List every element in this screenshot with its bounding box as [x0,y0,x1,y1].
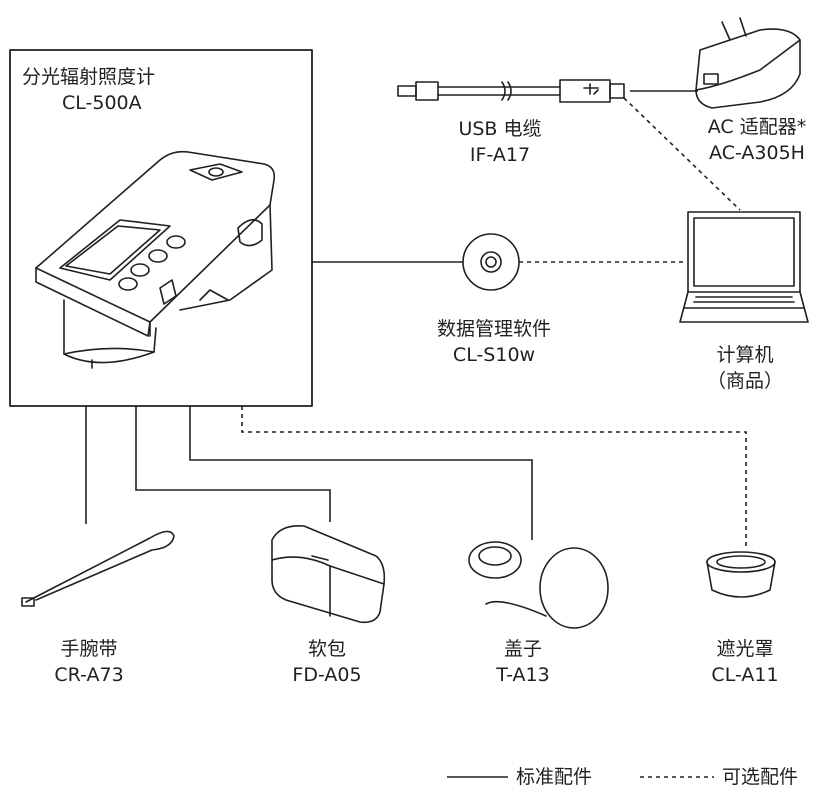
soft-case-label: 软包 FD-A05 [272,636,382,688]
ac-adapter-model: AC-A305H [709,142,805,164]
usb-cable-model: IF-A17 [469,144,531,166]
cap-label: 盖子 T-A13 [468,636,578,688]
hood-name: 遮光罩 [716,638,774,660]
computer-note: （商品） [706,370,783,392]
laptop-illustration [679,211,809,323]
software-label: 数据管理软件 CL-S10w [414,316,574,368]
ac-adapter-label: AC 适配器* AC-A305H [690,114,824,166]
cap-illustration [468,541,609,629]
wrist-strap-model: CR-A73 [54,664,124,686]
legend-standard-label: 标准配件 [516,766,593,788]
ac-adapter-illustration [695,17,801,109]
hood-model: CL-A11 [711,664,779,686]
soft-case-model: FD-A05 [292,664,362,686]
cd-illustration [462,233,520,291]
standard-connectors [85,90,698,540]
optional-connectors [241,97,747,546]
wrist-strap-label: 手腕带 CR-A73 [34,636,144,688]
main-unit-box [9,49,313,407]
usb-cable-label: USB 电缆 IF-A17 [430,116,570,168]
software-model: CL-S10w [452,344,536,366]
cap-name: 盖子 [503,638,542,660]
soft-case-name: 软包 [307,638,346,660]
ac-adapter-name: AC 适配器* [707,116,807,138]
soft-case-illustration [271,524,386,624]
main-unit-model: CL-500A [62,92,142,114]
main-unit-name: 分光辐射照度计 [22,66,156,88]
main-unit-illustration [35,150,276,369]
cap-model: T-A13 [496,664,550,686]
wrist-strap-name: 手腕带 [60,638,118,660]
software-name: 数据管理软件 [436,318,551,340]
usb-cable-illustration [397,79,625,103]
main-unit-label: 分光辐射照度计 CL-500A [22,64,182,116]
legend-optional-label: 可选配件 [722,766,799,788]
wrist-strap-illustration [21,530,175,607]
computer-label: 计算机 （商品） [690,342,800,394]
usb-cable-name: USB 电缆 [458,118,542,140]
hood-label: 遮光罩 CL-A11 [690,636,800,688]
hood-illustration [706,551,776,598]
computer-name: 计算机 [716,344,774,366]
